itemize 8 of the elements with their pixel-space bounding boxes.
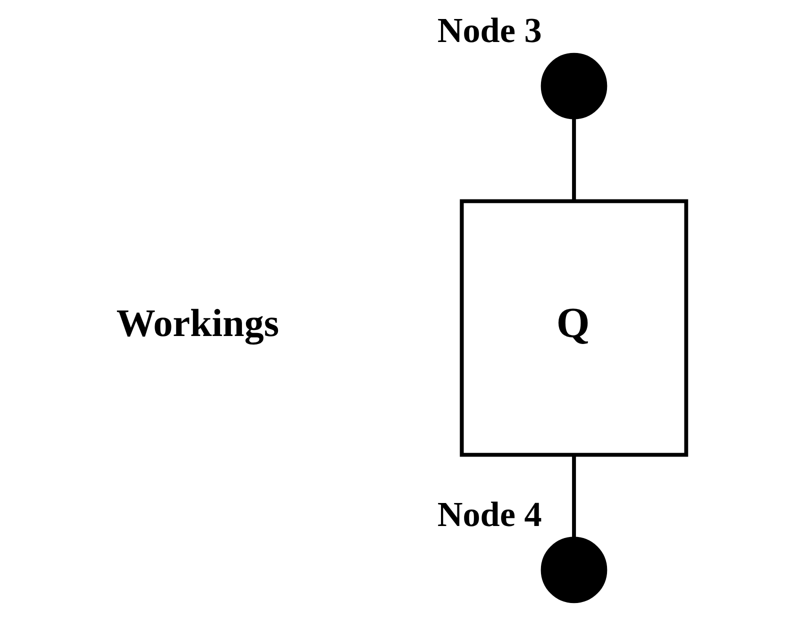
connector — [572, 118, 576, 201]
node-label: Node 3 — [437, 10, 542, 50]
node-box: Q — [460, 199, 688, 457]
node-circle — [540, 52, 608, 120]
label: Workings — [116, 302, 280, 345]
node-circle — [540, 536, 608, 604]
node-label: Node 4 — [437, 494, 542, 534]
connector — [572, 455, 576, 538]
